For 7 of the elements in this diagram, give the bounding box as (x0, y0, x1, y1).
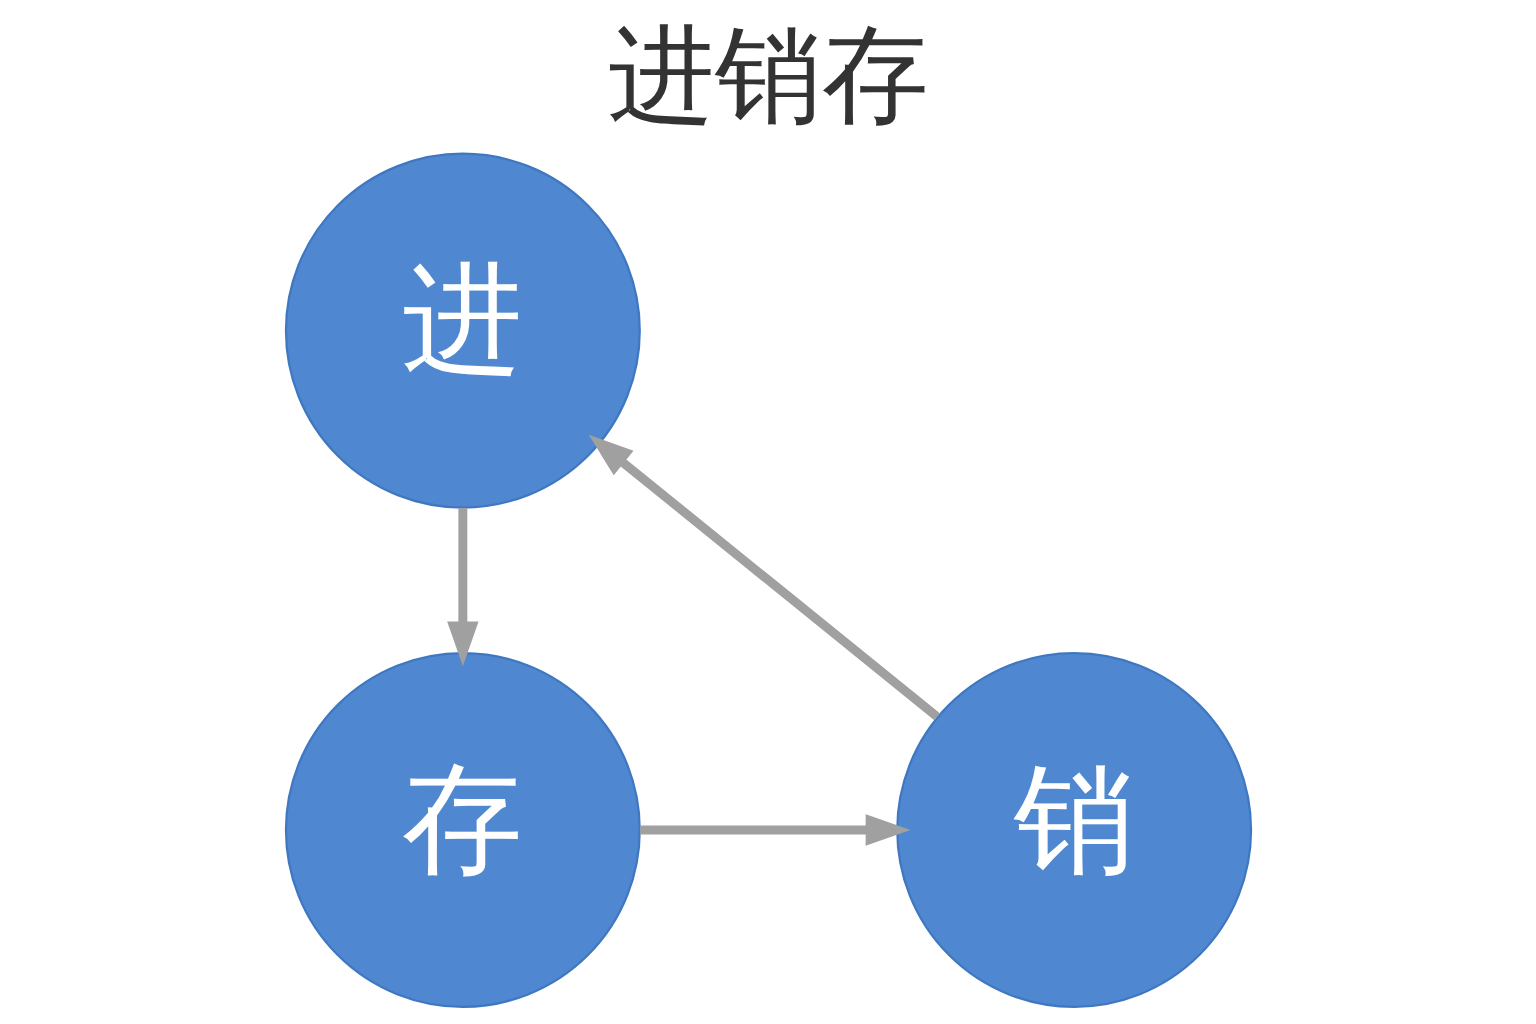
diagram-title: 进销存 (607, 12, 929, 138)
node-circle: 销 (895, 651, 1252, 1008)
arrow (588, 434, 940, 721)
arrow (639, 814, 911, 846)
node-circle: 存 (284, 651, 641, 1008)
node-circle: 进 (284, 152, 641, 509)
arrow (446, 508, 479, 667)
